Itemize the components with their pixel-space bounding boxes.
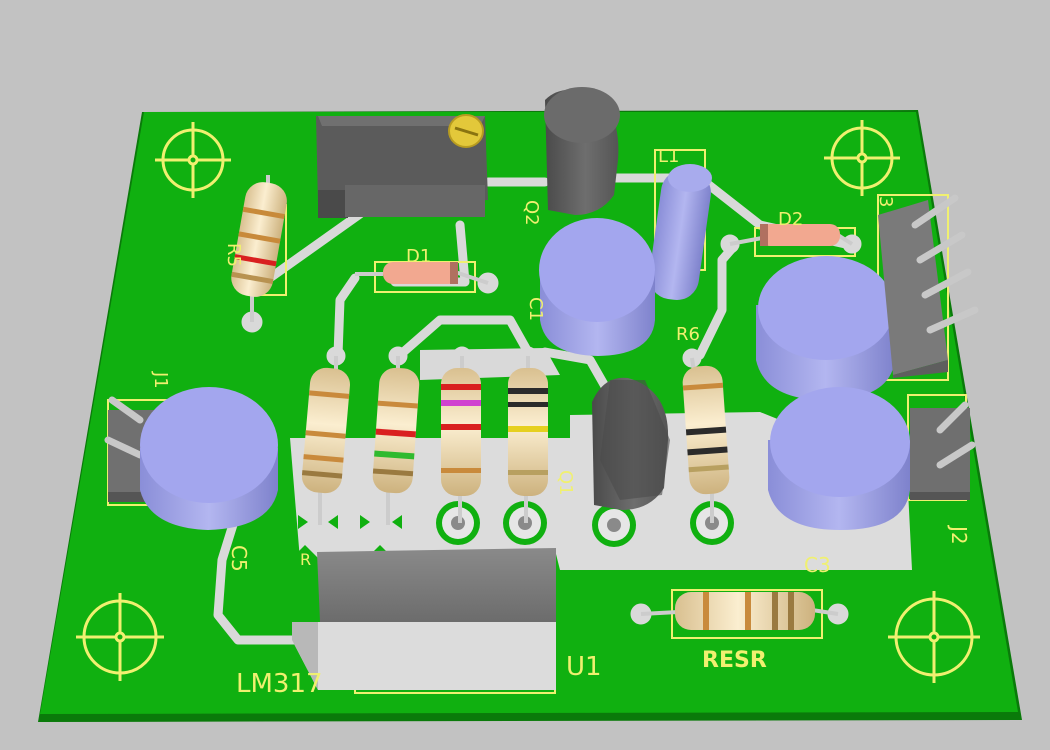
resistor-icon bbox=[441, 356, 481, 523]
label-resr: RESR bbox=[702, 648, 767, 673]
label-r6: R6 bbox=[676, 324, 700, 345]
label-r5: R5 bbox=[223, 243, 244, 267]
capacitor-c5 bbox=[140, 387, 278, 530]
header-j3 bbox=[878, 194, 979, 378]
potentiometer-block bbox=[316, 114, 488, 218]
capacitor-c4 bbox=[756, 256, 895, 400]
resistor-r5 bbox=[231, 175, 287, 322]
inductor-l1 bbox=[649, 164, 712, 300]
label-j1: J1 bbox=[150, 371, 171, 389]
label-q2: Q2 bbox=[521, 200, 542, 226]
mounting-holes bbox=[76, 120, 980, 683]
resistor-icon bbox=[301, 356, 350, 525]
diode-d1 bbox=[355, 262, 489, 285]
mounting-hole-icon bbox=[824, 120, 900, 196]
label-c1: C1 bbox=[525, 297, 546, 321]
header-j2 bbox=[910, 401, 976, 500]
label-j2: J2 bbox=[947, 524, 971, 545]
mounting-hole-icon bbox=[155, 122, 231, 198]
resistor-r6 bbox=[682, 357, 730, 523]
capacitor-c3 bbox=[768, 387, 910, 530]
transistor-q2 bbox=[544, 87, 620, 215]
label-u1: U1 bbox=[566, 652, 602, 682]
resistor-row bbox=[301, 356, 730, 525]
label-c3: C3 bbox=[804, 553, 831, 577]
mounting-hole-icon bbox=[888, 591, 980, 683]
label-lm317: LM317 bbox=[236, 669, 323, 699]
mounting-hole-icon bbox=[76, 593, 164, 681]
label-c5: C5 bbox=[227, 545, 251, 572]
transistor-q1 bbox=[592, 377, 670, 510]
resistor-resr bbox=[640, 592, 839, 630]
label-r: R bbox=[300, 550, 311, 569]
label-j3: 3 bbox=[875, 196, 896, 207]
label-d2: D2 bbox=[778, 209, 803, 230]
resistor-icon bbox=[372, 356, 420, 525]
capacitor-c1 bbox=[539, 218, 655, 356]
diode-d2 bbox=[729, 224, 854, 246]
label-l1: L1 bbox=[658, 146, 679, 167]
regulator-u1 bbox=[292, 548, 556, 690]
label-q1: Q1 bbox=[555, 470, 576, 496]
label-d1: D1 bbox=[406, 246, 431, 267]
resistor-icon bbox=[508, 356, 548, 523]
